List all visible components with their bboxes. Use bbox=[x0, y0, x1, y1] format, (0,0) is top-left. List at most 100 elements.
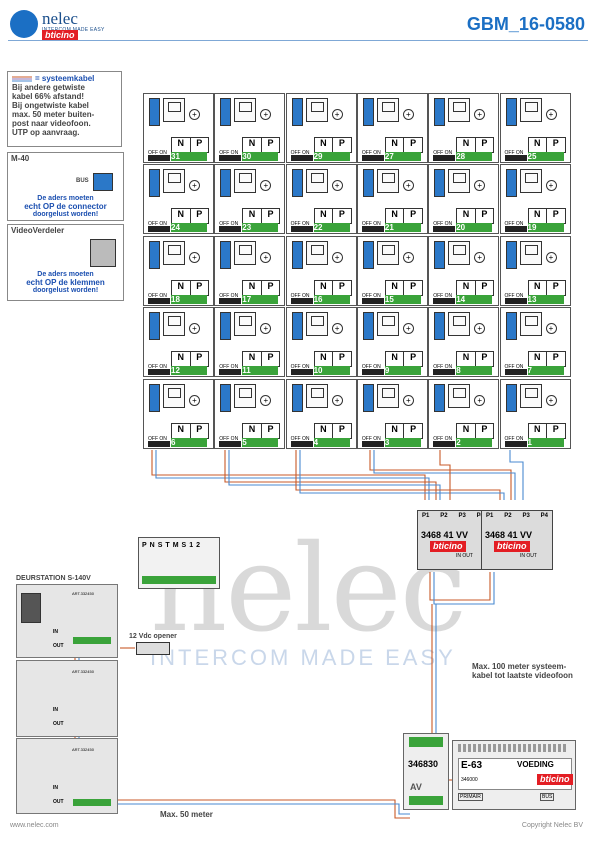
port-label: P4 bbox=[477, 513, 484, 519]
off-on-label: OFF ON bbox=[219, 292, 239, 299]
max100-line: kabel tot laatste videofoon bbox=[472, 671, 573, 680]
off-on-label: OFF ON bbox=[361, 221, 381, 228]
n-label: N bbox=[315, 280, 334, 295]
off-on-label: OFF ON bbox=[361, 150, 381, 156]
port-label: P3 bbox=[522, 513, 530, 519]
connector-icon bbox=[362, 169, 374, 198]
terminal-label: 2 bbox=[196, 542, 201, 549]
button-icon: + bbox=[545, 394, 557, 406]
connector-icon bbox=[434, 169, 446, 198]
module-article: ART.332450 bbox=[72, 669, 94, 674]
off-on-label: OFF ON bbox=[504, 435, 524, 442]
videophone-number: 14 bbox=[456, 294, 493, 304]
n-label: N bbox=[243, 138, 262, 152]
bticino-logo: bticino bbox=[494, 541, 530, 552]
footer-copyright: Copyright Nelec BV bbox=[521, 822, 583, 829]
button-icon: + bbox=[331, 323, 343, 335]
button-icon: + bbox=[474, 323, 486, 335]
bus-label: BUS bbox=[76, 178, 89, 184]
off-on-label: OFF ON bbox=[361, 364, 381, 371]
n-label: N bbox=[386, 138, 405, 152]
m40-note: M-40 BUS De aders moeten echt OP de conn… bbox=[7, 152, 124, 221]
off-on-label: OFF ON bbox=[290, 435, 310, 442]
button-icon: + bbox=[545, 109, 557, 120]
module-code: 346830 bbox=[408, 759, 439, 769]
p-label: P bbox=[267, 423, 274, 434]
off-on-label: OFF ON bbox=[433, 221, 453, 228]
p-label: P bbox=[267, 280, 274, 291]
n-label: N bbox=[529, 352, 547, 367]
off-on-label: OFF ON bbox=[290, 292, 310, 299]
button-icon: + bbox=[189, 180, 200, 192]
legend-title: = systeemkabel bbox=[35, 74, 95, 83]
off-on-label: OFF ON bbox=[433, 435, 453, 442]
off-on-label: OFF ON bbox=[219, 221, 239, 228]
module-article: ART.332450 bbox=[72, 591, 94, 596]
n-label: N bbox=[457, 138, 476, 152]
vv-note-line: doorgelust worden! bbox=[32, 287, 99, 294]
n-label: N bbox=[386, 209, 405, 224]
off-on-label: OFF ON bbox=[148, 364, 167, 371]
legend-line: post naar videofoon. bbox=[12, 119, 91, 128]
dip-switch-icon bbox=[219, 226, 242, 233]
av-module: 346830 AV bbox=[403, 733, 449, 810]
connector-icon bbox=[505, 240, 517, 269]
door-module-3: ART.332450 IN OUT bbox=[16, 738, 118, 814]
port-label: P2 bbox=[504, 513, 512, 519]
out-label: OUT bbox=[53, 799, 64, 805]
button-icon: + bbox=[402, 109, 414, 120]
screen-icon bbox=[448, 169, 471, 194]
off-on-label: OFF ON bbox=[504, 364, 524, 371]
n-label: N bbox=[386, 352, 405, 367]
dip-switch-icon bbox=[148, 226, 170, 233]
screen-icon bbox=[305, 312, 328, 337]
video-distributor-1: P1 P2 P3 P4 3468 41 VV bticino IN OUT bbox=[417, 510, 489, 570]
module-article: ART.332450 bbox=[72, 747, 94, 752]
p-label: P bbox=[196, 138, 203, 148]
bticino-logo: bticino bbox=[537, 774, 573, 785]
dip-switch-icon bbox=[504, 155, 527, 161]
n-label: N bbox=[315, 209, 334, 224]
button-icon: + bbox=[260, 109, 272, 120]
button-icon: + bbox=[474, 394, 486, 406]
connector-icon bbox=[434, 240, 446, 269]
connector-icon bbox=[434, 98, 446, 126]
port-label: P4 bbox=[540, 513, 548, 519]
videophone-number: 6 bbox=[171, 437, 207, 447]
terminal-block-icon bbox=[142, 576, 216, 584]
dip-switch-icon bbox=[361, 297, 384, 304]
off-on-label: OFF ON bbox=[504, 150, 524, 156]
out-label: OUT bbox=[53, 643, 64, 649]
p-label: P bbox=[481, 209, 488, 220]
terminal-label: 1 bbox=[189, 542, 194, 549]
p-label: P bbox=[267, 209, 274, 220]
button-icon: + bbox=[331, 109, 343, 120]
connector-icon bbox=[362, 98, 374, 126]
videophone-number: 10 bbox=[313, 366, 350, 376]
p-label: P bbox=[410, 138, 417, 148]
in-label: IN bbox=[53, 629, 58, 635]
videophone-number: 20 bbox=[456, 223, 493, 233]
dip-switch-icon bbox=[290, 297, 313, 304]
off-on-label: OFF ON bbox=[433, 364, 453, 371]
videophone-number: 3 bbox=[384, 437, 421, 447]
videophone-number: 7 bbox=[527, 366, 564, 376]
connector-icon bbox=[505, 383, 517, 412]
in-label: IN bbox=[53, 707, 58, 713]
system-cable-icon bbox=[12, 76, 32, 81]
connector-icon bbox=[149, 169, 160, 198]
dip-switch-icon bbox=[290, 440, 313, 447]
connector-icon bbox=[149, 240, 160, 269]
psu-vent-icon bbox=[458, 744, 568, 752]
terminal-label: M bbox=[172, 542, 179, 549]
p-label: P bbox=[267, 138, 274, 148]
p-label: P bbox=[552, 209, 559, 220]
